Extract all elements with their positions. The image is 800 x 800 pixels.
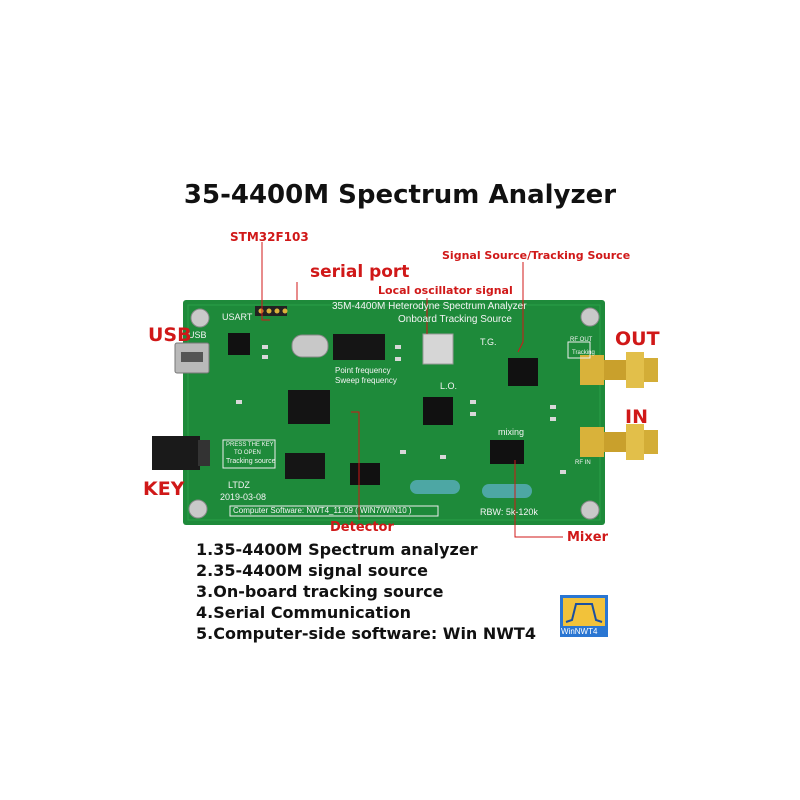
page-title: 35-4400M Spectrum Analyzer bbox=[183, 180, 617, 210]
tg-chip bbox=[508, 358, 538, 386]
board-point-frequency: Point frequency bbox=[335, 366, 391, 375]
feature-item: 2.35-4400M signal source bbox=[196, 561, 428, 580]
voltage-regulator bbox=[228, 333, 250, 355]
crystal bbox=[291, 334, 329, 358]
board-lo-label: L.O. bbox=[440, 381, 458, 391]
feature-item: 5.Computer-side software: Win NWT4 bbox=[196, 624, 536, 643]
mixer-chip bbox=[490, 440, 524, 464]
sma-in-connector bbox=[580, 424, 658, 460]
detector-chip bbox=[350, 463, 380, 485]
callout-key: KEY bbox=[143, 478, 185, 500]
lo-chip bbox=[423, 397, 453, 425]
board-key-note-1: PRESS THE KEY bbox=[226, 442, 274, 448]
board-rf-in-label: RF IN bbox=[575, 460, 591, 466]
serial-chip bbox=[333, 334, 385, 360]
mounting-hole bbox=[190, 308, 210, 328]
board-tracking-label: Tracking bbox=[572, 350, 595, 356]
callout-serial-port: serial port bbox=[310, 262, 410, 282]
board-sweep-frequency: Sweep frequency bbox=[335, 376, 397, 385]
sma-out-connector bbox=[580, 352, 658, 388]
board-rbw-label: RBW: 5k-120k bbox=[480, 507, 538, 517]
callout-stm32: STM32F103 bbox=[230, 230, 309, 244]
callout-mixer: Mixer bbox=[567, 530, 609, 545]
board-tg-label: T.G. bbox=[480, 337, 497, 347]
callout-usb: USB bbox=[148, 324, 192, 346]
mounting-hole bbox=[188, 499, 208, 519]
feature-item: 1.35-4400M Spectrum analyzer bbox=[196, 540, 478, 559]
callout-detector: Detector bbox=[330, 520, 394, 535]
callout-in: IN bbox=[625, 406, 648, 428]
callout-local-oscillator: Local oscillator signal bbox=[378, 284, 513, 297]
stm32-chip bbox=[288, 390, 330, 424]
feature-item: 4.Serial Communication bbox=[196, 603, 411, 622]
mounting-hole bbox=[580, 500, 600, 520]
callout-signal-source: Signal Source/Tracking Source bbox=[442, 249, 631, 262]
board-subheading: Onboard Tracking Source bbox=[398, 314, 512, 325]
board-heading: 35M-4400M Heterodyne Spectrum Analyzer bbox=[332, 301, 527, 312]
feature-item: 3.On-board tracking source bbox=[196, 582, 444, 601]
callout-out: OUT bbox=[615, 328, 660, 350]
feature-list: 1.35-4400M Spectrum analyzer 2.35-4400M … bbox=[196, 539, 536, 644]
board-software-label: Computer Software: NWT4_11.09 ( WIN7/WIN… bbox=[233, 506, 412, 515]
software-icon-label: WinNWT4 bbox=[561, 627, 598, 636]
key-switch bbox=[152, 436, 200, 470]
board-key-note-2: TO OPEN bbox=[234, 450, 261, 456]
inductor bbox=[482, 484, 532, 498]
board-brand-label: LTDZ bbox=[228, 480, 250, 490]
board-date-label: 2019-03-08 bbox=[220, 492, 267, 502]
board-rf-out-label: RF OUT bbox=[570, 337, 593, 343]
inductor bbox=[410, 480, 460, 494]
board-key-note-3: Tracking source bbox=[226, 458, 276, 465]
shield-can bbox=[422, 333, 454, 365]
power-transistor bbox=[285, 453, 325, 479]
board-mixing-label: mixing bbox=[498, 427, 525, 437]
board-usart-label: USART bbox=[222, 312, 253, 322]
board-usb-label: USB bbox=[188, 330, 207, 340]
mounting-hole bbox=[580, 307, 600, 327]
